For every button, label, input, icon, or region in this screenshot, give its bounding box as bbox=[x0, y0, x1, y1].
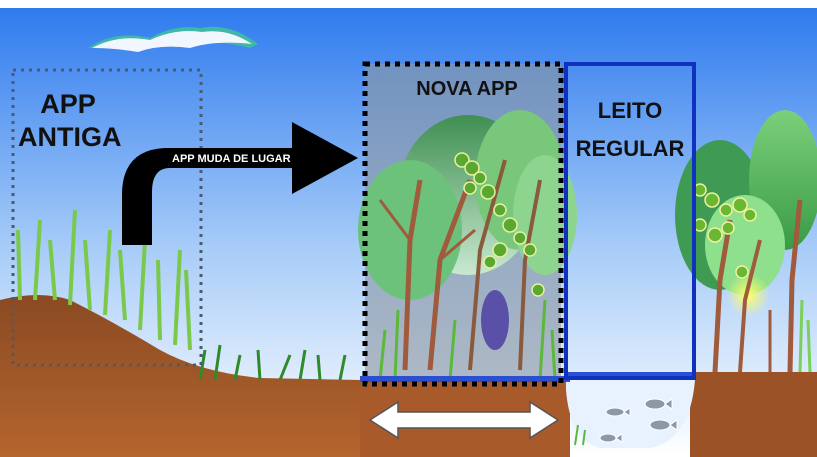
leito-line1: LEITO bbox=[597, 98, 663, 123]
leito-line2: REGULAR bbox=[575, 136, 685, 161]
nova-app-box bbox=[362, 61, 564, 387]
app-antiga-line1: APP bbox=[40, 89, 96, 119]
fish bbox=[599, 398, 678, 443]
move-arrow bbox=[122, 122, 358, 245]
arrow-text: APP MUDA DE LUGAR bbox=[172, 153, 291, 165]
nova-app-label: NOVA APP bbox=[416, 78, 518, 100]
leito-regular-label: LEITO REGULAR bbox=[570, 92, 690, 168]
leito-regular-box bbox=[564, 62, 696, 380]
app-antiga-box bbox=[11, 68, 203, 367]
soil-right bbox=[690, 372, 817, 457]
right-trees bbox=[675, 110, 817, 373]
app-antiga-label: APP ANTIGA bbox=[18, 88, 122, 154]
forest-trees bbox=[358, 110, 577, 381]
double-arrow bbox=[368, 400, 560, 440]
app-antiga-line2: ANTIGA bbox=[18, 122, 122, 152]
soil-left bbox=[0, 295, 370, 457]
left-reeds bbox=[16, 209, 192, 351]
